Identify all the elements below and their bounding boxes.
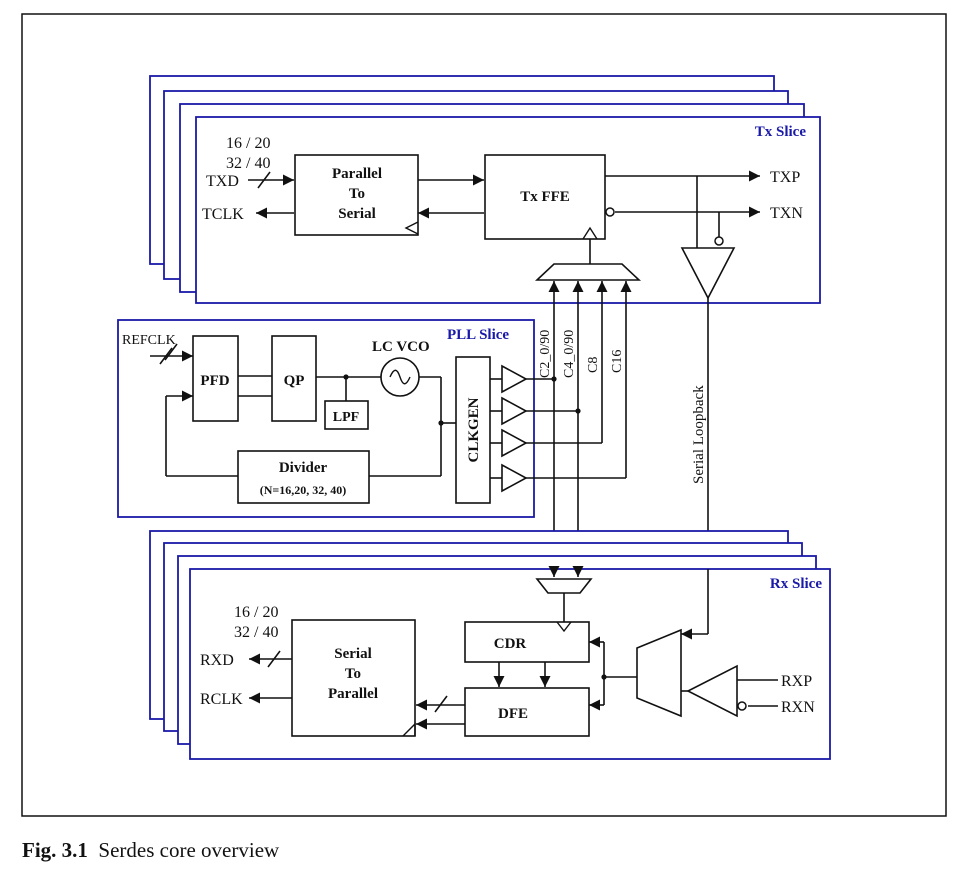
clock-label-c2: C2_0/90: [538, 330, 553, 378]
dfe-block: [464, 687, 590, 737]
loopback-buffer: [680, 247, 736, 300]
cdr-label: CDR: [494, 636, 527, 652]
s2p-line-3: Parallel: [328, 686, 378, 702]
rx-input-mux: [636, 628, 682, 718]
rx-width-top: 16 / 20: [234, 604, 278, 621]
s2p-line-1: Serial: [334, 646, 372, 662]
rxd-label: RXD: [200, 652, 234, 669]
rclk-label: RCLK: [200, 691, 243, 708]
clock-label-c16: C16: [610, 350, 625, 373]
vco-label: LC VCO: [372, 339, 430, 355]
clock-label-c8: C8: [586, 357, 601, 373]
txn-inv-bubble: [605, 207, 615, 217]
clkgen-block: [455, 356, 491, 504]
tx-ffe-label: Tx FFE: [520, 189, 570, 205]
dfe-label: DFE: [498, 706, 528, 722]
rx-wires: [249, 636, 778, 730]
clock-buffers: [501, 364, 528, 493]
s2p-clock-notch: [402, 722, 416, 737]
rxn-label: RXN: [781, 699, 815, 716]
tx-clock-mux: [534, 263, 642, 281]
serial-loopback-label: Serial Loopback: [691, 385, 707, 484]
s2p-line-2: To: [345, 666, 361, 682]
ffe-clock-notch: [582, 226, 598, 240]
tx-width-top: 16 / 20: [226, 135, 270, 152]
tx-slice-label: Tx Slice: [755, 124, 807, 140]
refclk-label: REFCLK: [122, 333, 176, 348]
cdr-clock-notch: [556, 621, 572, 633]
figure-caption: Fig. 3.1 Serdes core overview: [22, 838, 279, 863]
lpf-label: LPF: [333, 410, 359, 425]
serial-to-parallel-block: [291, 619, 416, 737]
pfd-block: [192, 335, 239, 422]
tx-width-bottom: 32 / 40: [226, 155, 270, 172]
clock-label-c4: C4_0/90: [562, 330, 577, 378]
pll-slice-label: PLL Slice: [447, 327, 509, 343]
qp-block: [271, 335, 317, 422]
cdr-block: [464, 621, 590, 663]
p2s-line-1: Parallel: [332, 166, 382, 182]
txp-label: TXP: [770, 169, 800, 186]
rxn-inv-bubble: [737, 701, 747, 711]
rx-clock-mux: [535, 578, 593, 594]
p2s-clock-notch: [404, 221, 419, 235]
pfd-label: PFD: [200, 373, 229, 389]
sine-icon: [389, 369, 411, 385]
divider-label: Divider: [279, 460, 328, 476]
parallel-to-serial-block: [294, 154, 419, 236]
rx-slice-label: Rx Slice: [770, 576, 822, 592]
tx-wires: [248, 170, 760, 248]
lpf-block: [324, 400, 369, 430]
outer-frame: [21, 13, 947, 817]
figure-number: Fig. 3.1: [22, 838, 88, 862]
qp-label: QP: [284, 373, 305, 389]
divider-block: [237, 450, 370, 504]
p2s-line-3: Serial: [338, 206, 376, 222]
figure-title: Serdes core overview: [98, 838, 280, 862]
rxp-label: RXP: [781, 673, 812, 690]
clkgen-label: CLKGEN: [466, 397, 482, 462]
txd-label: TXD: [206, 173, 239, 190]
divider-n-label: (N=16,20, 32, 40): [260, 483, 347, 497]
loopback-inv-bubble: [714, 236, 724, 246]
tx-ffe-block: [484, 154, 606, 240]
txn-label: TXN: [770, 205, 803, 222]
rx-width-bottom: 32 / 40: [234, 624, 278, 641]
rx-input-amplifier: [686, 664, 738, 718]
tclk-label: TCLK: [202, 206, 244, 223]
p2s-line-2: To: [349, 186, 365, 202]
